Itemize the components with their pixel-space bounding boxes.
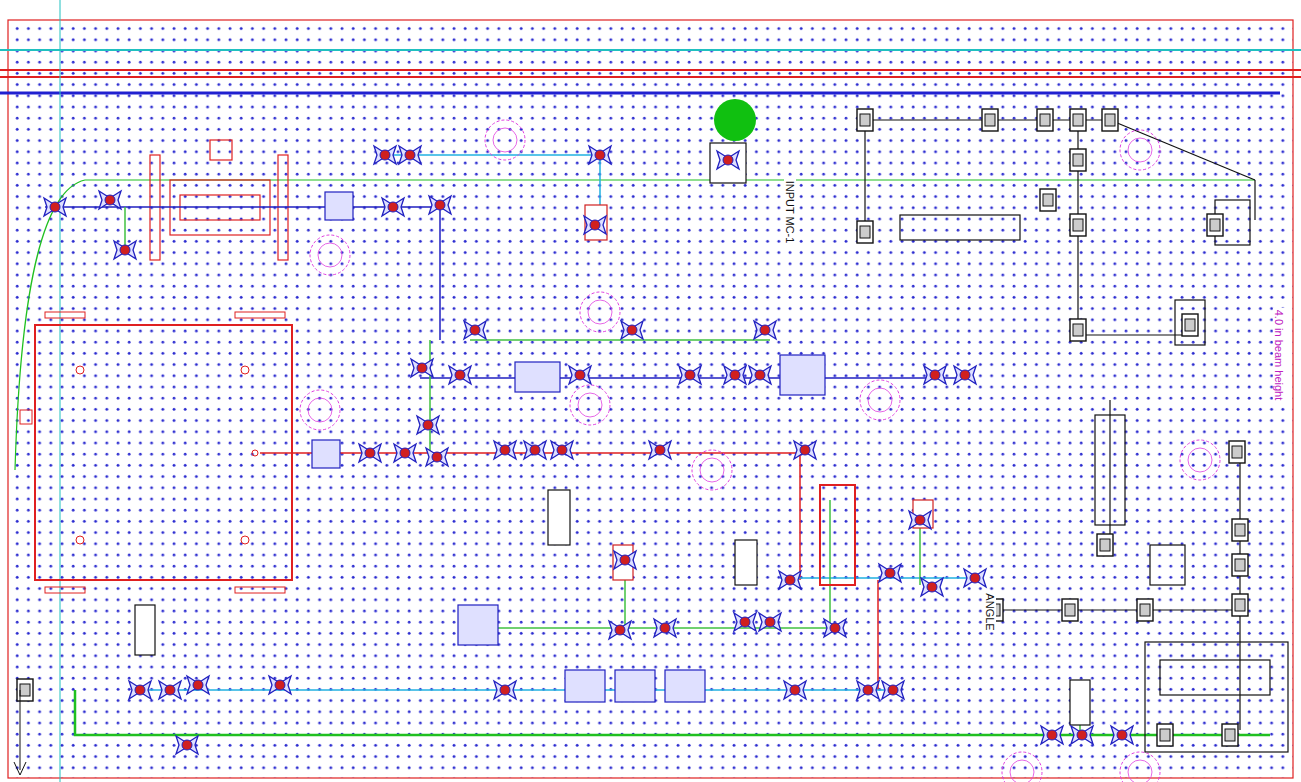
table-label: ANGLE xyxy=(984,591,996,632)
table-label: INPUT MC-1 xyxy=(784,179,796,246)
table-label: 4.0 in beam height xyxy=(1273,308,1285,403)
